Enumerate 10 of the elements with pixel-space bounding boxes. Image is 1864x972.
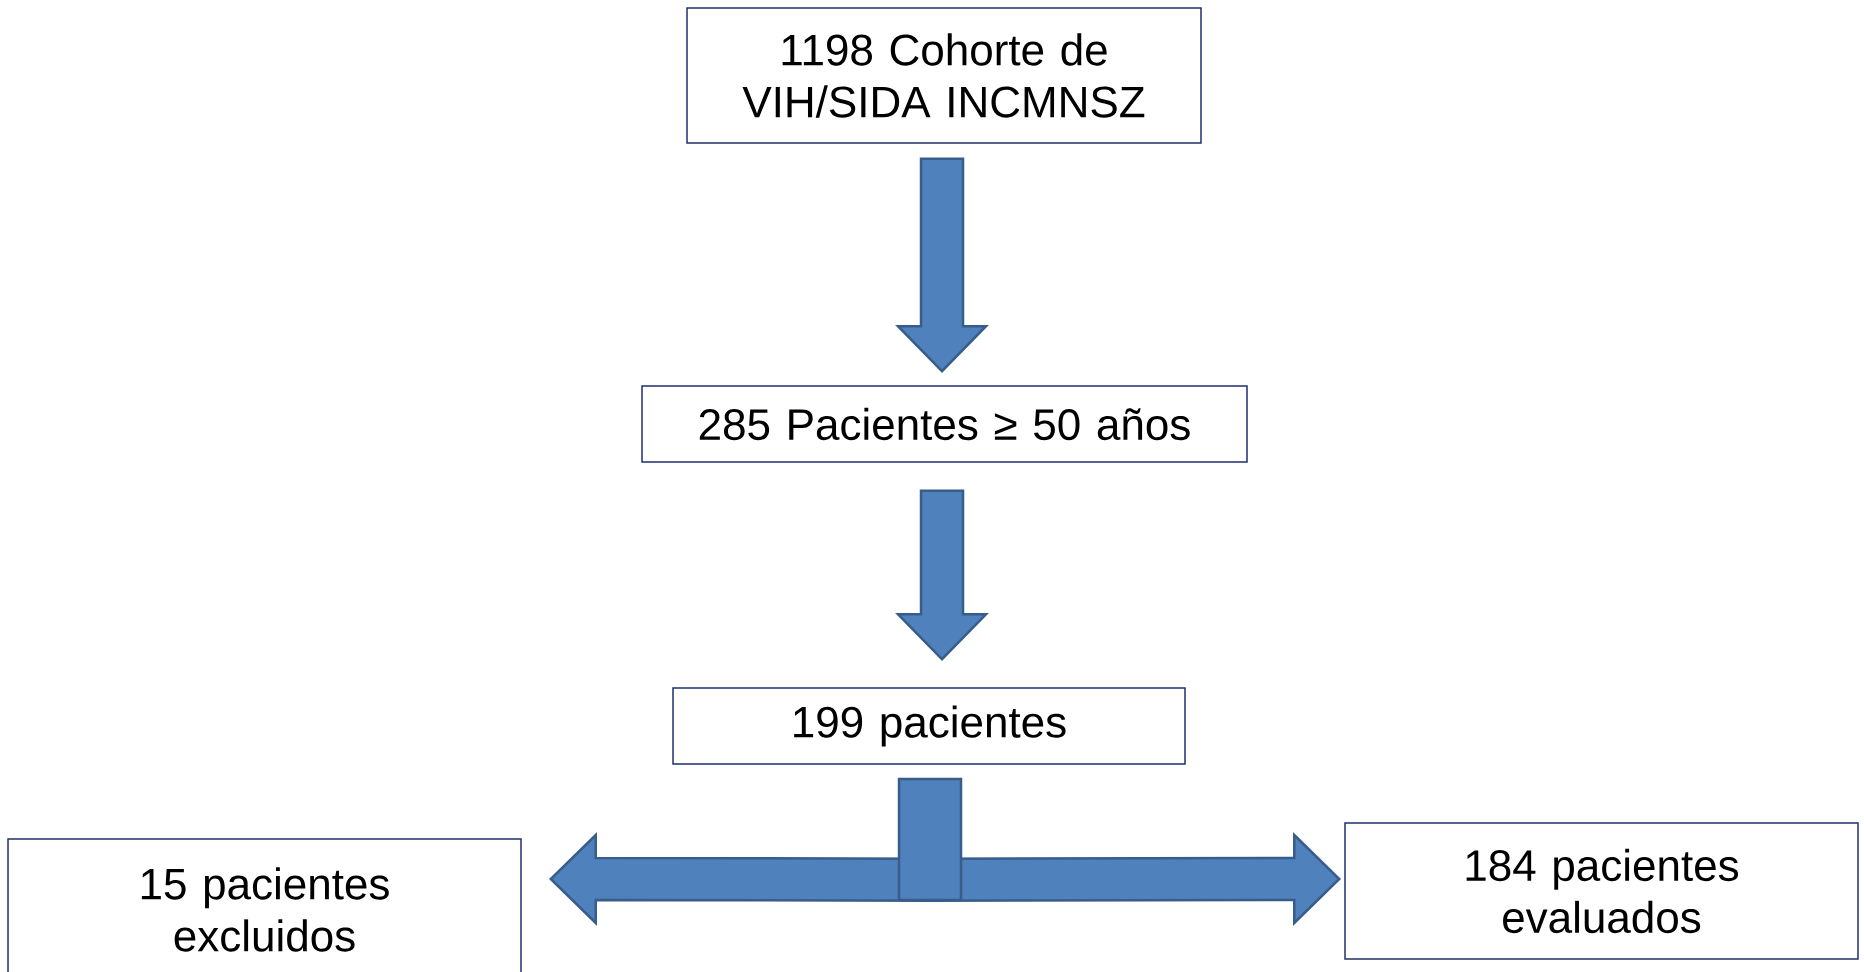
process-box: 285 Pacientes ≥ 50 años [641, 385, 1248, 463]
block-arrow [895, 157, 989, 374]
process-box: 184 pacientes evaluados [1344, 822, 1859, 960]
block-arrow [548, 832, 932, 926]
process-box: 15 pacientes excluidos [7, 838, 522, 972]
process-box: 1198 Cohorte de VIH/SIDA INCMNSZ [686, 7, 1202, 144]
block-arrow [928, 832, 1342, 926]
block-arrow [895, 489, 989, 662]
block-arrow [897, 777, 963, 902]
process-box: 199 pacientes [672, 687, 1186, 765]
